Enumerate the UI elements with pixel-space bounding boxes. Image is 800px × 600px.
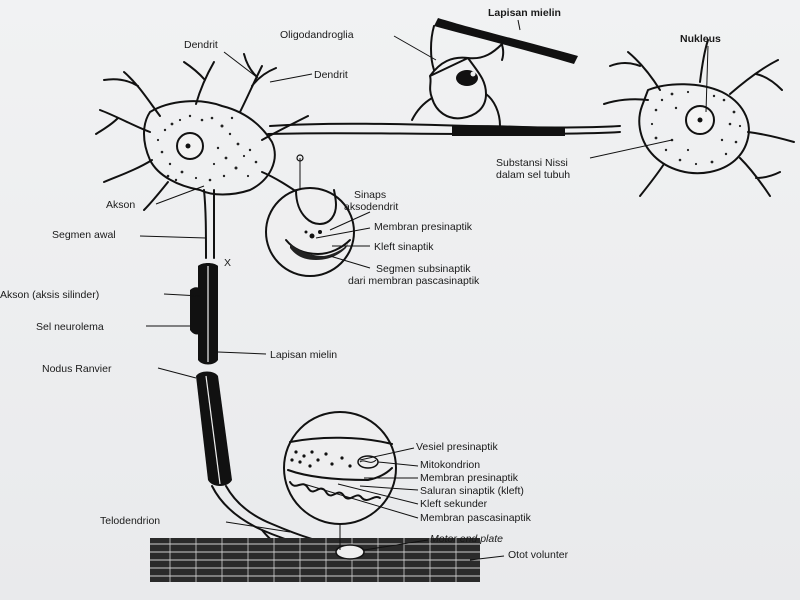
label-substansi-nissi-1: Substansi Nissi xyxy=(496,157,568,169)
myelin-top-lamella xyxy=(434,18,578,64)
label-membran-presinaptik-1: Membran presinaptik xyxy=(374,221,473,233)
oligodendroglia-cell xyxy=(411,43,503,127)
axon-main xyxy=(190,189,345,553)
label-nodus-ranvier: Nodus Ranvier xyxy=(42,363,112,375)
label-nukleus: Nukleus xyxy=(680,33,721,45)
cell-body-left xyxy=(143,100,276,196)
label-mitokondrion: Mitokondrion xyxy=(420,459,480,471)
label-sel-neurolema: Sel neurolema xyxy=(36,321,104,333)
label-substansi-nissi-2: dalam sel tubuh xyxy=(496,169,570,181)
synapse-lower-circle xyxy=(283,411,397,525)
cell-body-right xyxy=(638,83,750,175)
label-lapisan-mielin-mid: Lapisan mielin xyxy=(270,349,337,361)
dendrites-left xyxy=(95,53,309,211)
dendrites-right xyxy=(603,39,795,197)
label-otot-volunter: Otot volunter xyxy=(508,549,569,561)
synapse-upper-circle xyxy=(265,187,355,277)
label-oligodendroglia: Oligodandroglia xyxy=(280,29,354,41)
label-membran-pascasinaptik: Membran pascasinaptik xyxy=(420,512,532,524)
label-segmen-subsinaptik-1: Segmen subsinaptik xyxy=(376,263,471,275)
muscle-fiber xyxy=(150,538,480,582)
label-x-mark: X xyxy=(224,257,231,269)
label-telodendrion: Telodendrion xyxy=(100,515,160,527)
label-motor-end-plate: Motor end plate xyxy=(430,533,503,545)
label-akson-aksis: Akson (aksis silinder) xyxy=(0,289,99,301)
label-saluran-sinaptik: Saluran sinaptik (kleft) xyxy=(420,485,524,497)
axon-upper-connection xyxy=(269,122,621,129)
leader-lines xyxy=(139,19,709,561)
label-sinaps-1: Sinaps xyxy=(354,189,386,201)
label-segmen-awal: Segmen awal xyxy=(52,229,116,241)
label-akson: Akson xyxy=(106,199,135,211)
label-dendrit-1: Dendrit xyxy=(184,39,218,51)
label-kleft-sekunder: Kleft sekunder xyxy=(420,498,488,510)
label-segmen-subsinaptik-2: dari membran pascasinaptik xyxy=(348,275,480,287)
label-kleft-sinaptik: Kleft sinaptik xyxy=(374,241,434,253)
label-membran-presinaptik-2: Membran presinaptik xyxy=(420,472,519,484)
myelin-segment-upper xyxy=(452,125,565,136)
label-lapisan-mielin-top: Lapisan mielin xyxy=(488,7,561,19)
label-dendrit-2: Dendrit xyxy=(314,69,348,81)
label-vesiel-presinaptik: Vesiel presinaptik xyxy=(416,441,498,453)
label-sinaps-2: aksodendrit xyxy=(344,201,398,213)
